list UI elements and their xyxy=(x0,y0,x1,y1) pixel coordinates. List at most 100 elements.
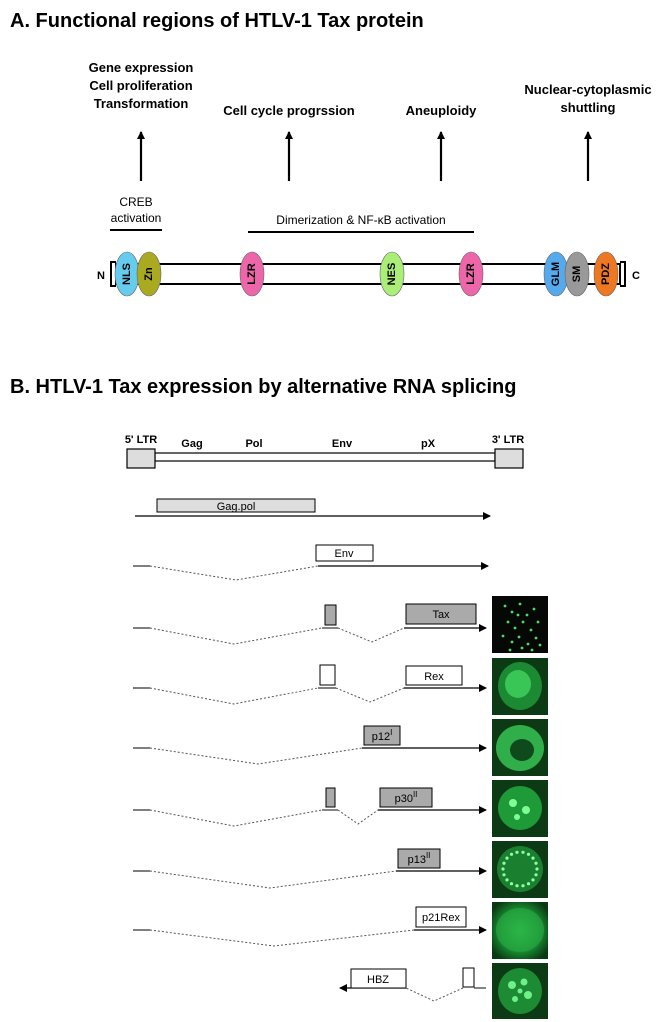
function-line: Cell proliferation xyxy=(89,78,192,93)
gene-box xyxy=(315,544,374,562)
domain-label: NLS xyxy=(121,263,133,285)
c-bracket xyxy=(620,261,626,287)
speckle xyxy=(501,867,505,871)
gene-px-label: pX xyxy=(421,438,436,450)
gene-label: Tax xyxy=(432,609,450,621)
domain-label: SM xyxy=(571,266,583,283)
gene-label: p13II xyxy=(408,851,431,866)
splice-line xyxy=(337,809,379,825)
speckle xyxy=(520,978,528,986)
speckle xyxy=(529,628,533,632)
region-dimerization: Dimerization & NF-κB activation xyxy=(276,213,445,227)
speckle xyxy=(508,981,516,989)
panel-b-title: B. HTLV-1 Tax expression by alternative … xyxy=(10,376,516,398)
transcript-p12: p12I xyxy=(133,725,487,765)
gene-label-main: p12 xyxy=(372,731,390,743)
function-cell-cycle: Cell cycle progrssion xyxy=(223,103,355,118)
exon-box xyxy=(324,604,337,626)
transcript-env: Env xyxy=(133,544,489,581)
speckle xyxy=(531,878,535,882)
speckle xyxy=(506,620,510,624)
speckle xyxy=(512,996,518,1002)
cell-body xyxy=(498,786,542,830)
speckle xyxy=(508,648,512,652)
domain-ellipse xyxy=(239,251,265,297)
speckle xyxy=(502,873,506,877)
function-gene-expression: Gene expression Cell proliferation Trans… xyxy=(89,60,194,111)
domain-ellipse xyxy=(379,251,405,297)
speckle xyxy=(510,610,514,614)
speckle xyxy=(513,626,517,630)
domain-label: PDZ xyxy=(600,263,612,285)
exon-box xyxy=(325,787,336,808)
micrograph-frame xyxy=(492,596,548,653)
exon-box xyxy=(319,664,336,686)
transcript-p21rex: p21Rex xyxy=(133,906,487,947)
gene-box xyxy=(397,848,441,869)
gene-label: p21Rex xyxy=(422,912,460,924)
gene-box xyxy=(156,498,316,513)
nucleus xyxy=(505,670,531,698)
function-line: Transformation xyxy=(94,96,189,111)
region-creb-line: activation xyxy=(111,211,162,225)
splice-line xyxy=(405,987,464,1002)
gene-box xyxy=(363,725,401,746)
speckle-group xyxy=(501,602,542,652)
domain-lzr: LZR xyxy=(239,251,265,297)
cell-body xyxy=(496,908,544,952)
speckle xyxy=(531,856,535,860)
speckle xyxy=(515,884,519,888)
domain-lzr: LZR xyxy=(458,251,484,297)
domain-label: GLM xyxy=(550,262,562,286)
domain-group: NLS Zn LZR NES LZR GLM SM PDZ xyxy=(114,251,619,297)
exon-box xyxy=(462,967,475,988)
gene-label: p12I xyxy=(372,728,393,743)
gene-label: Gag.pol xyxy=(217,501,256,513)
n-terminus-label: N xyxy=(97,270,105,282)
gene-label: HBZ xyxy=(367,974,389,986)
speckle xyxy=(505,856,509,860)
function-shuttling: Nuclear-cytoplasmic shuttling xyxy=(524,82,651,115)
speckle xyxy=(520,646,524,650)
gene-label-sup: II xyxy=(413,790,417,799)
speckle xyxy=(501,634,505,638)
function-line: Gene expression xyxy=(89,60,194,75)
splice-line xyxy=(149,809,323,827)
micrograph-p12 xyxy=(492,719,548,776)
speckle-group xyxy=(501,850,539,888)
speckle xyxy=(526,852,531,856)
domain-nes: NES xyxy=(379,251,405,297)
speckle xyxy=(505,878,509,882)
speckle xyxy=(521,884,525,888)
splice-line xyxy=(149,627,323,645)
function-line: shuttling xyxy=(561,100,616,115)
nucleolus xyxy=(514,814,520,820)
domain-zn: Zn xyxy=(136,251,162,297)
speckle xyxy=(530,648,534,652)
speckle xyxy=(517,988,523,994)
gene-label: Rex xyxy=(424,671,444,683)
domain-ellipse xyxy=(593,251,619,297)
transcript-p13: p13II xyxy=(133,848,487,889)
c-terminus-label: C xyxy=(632,270,640,282)
speckle xyxy=(521,620,525,624)
domain-ellipse xyxy=(564,251,590,297)
speckle xyxy=(538,643,542,647)
speckle xyxy=(509,852,514,856)
splice-line xyxy=(335,687,405,703)
ltr-3-label: 3' LTR xyxy=(492,434,524,446)
domain-ellipse xyxy=(136,251,162,297)
speckle xyxy=(503,604,507,608)
panel-a-title: A. Functional regions of HTLV-1 Tax prot… xyxy=(10,10,424,32)
splice-line xyxy=(337,627,405,643)
domain-label: Zn xyxy=(143,267,155,281)
transcript-gag-pol: Gag.pol xyxy=(135,498,491,520)
transcript-hbz: HBZ xyxy=(339,967,486,1002)
gene-pol-label: Pol xyxy=(245,438,262,450)
splice-line xyxy=(149,929,415,947)
speckle xyxy=(525,613,529,617)
gene-gag-label: Gag xyxy=(181,438,202,450)
gene-box xyxy=(405,603,477,625)
micrograph-p30 xyxy=(492,780,548,837)
